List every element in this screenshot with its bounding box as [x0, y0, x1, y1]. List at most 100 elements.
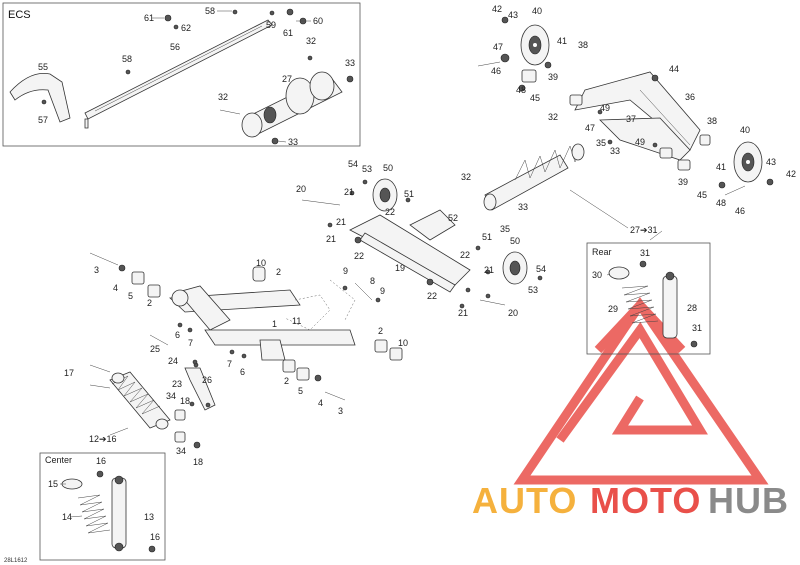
- rear-damper-part: [662, 271, 698, 348]
- callout-37: 37: [626, 114, 636, 124]
- callout-32: 32: [218, 92, 228, 102]
- callout-57: 57: [38, 115, 48, 125]
- callout-32: 32: [548, 112, 558, 122]
- center-rail-part: [349, 209, 471, 293]
- ecs-section-frame: [2, 2, 361, 147]
- callout-8: 8: [370, 276, 375, 286]
- ecs-fastener: [232, 9, 238, 15]
- callout-33: 33: [345, 58, 355, 68]
- callout-24: 24: [168, 356, 178, 366]
- callout-58: 58: [122, 54, 132, 64]
- callout-22: 22: [354, 251, 364, 261]
- bushing: [174, 409, 186, 421]
- callout-22: 22: [460, 250, 470, 260]
- nut: [475, 245, 481, 251]
- bushing: [282, 359, 296, 373]
- callout-33: 33: [518, 202, 528, 212]
- callout-48: 48: [716, 198, 726, 208]
- callout-58: 58: [205, 6, 215, 16]
- callout-18: 18: [193, 457, 203, 467]
- callout-27: 27: [282, 74, 292, 84]
- idler-wheel-part: [502, 251, 528, 285]
- callout-6: 6: [175, 330, 180, 340]
- ecs-fastener: [41, 99, 47, 105]
- callout-30: 30: [592, 270, 602, 280]
- nut: [544, 61, 552, 69]
- callout-51: 51: [482, 232, 492, 242]
- bushing: [296, 367, 310, 381]
- callout-54: 54: [536, 264, 546, 274]
- nut: [96, 470, 104, 478]
- nut: [607, 139, 613, 145]
- callout-20: 20: [508, 308, 518, 318]
- ecs-fastener: [346, 75, 354, 83]
- callout-18: 18: [180, 396, 190, 406]
- callout-21: 21: [458, 308, 468, 318]
- callout-34: 34: [176, 446, 186, 456]
- nut: [362, 179, 368, 185]
- nut: [459, 303, 465, 309]
- callout-22: 22: [385, 207, 395, 217]
- callout-29: 29: [608, 304, 618, 314]
- callout-49: 49: [600, 103, 610, 113]
- callout-39: 39: [548, 72, 558, 82]
- callout-43: 43: [508, 10, 518, 20]
- callout-7: 7: [227, 359, 232, 369]
- callout-35: 35: [500, 224, 510, 234]
- callout-61: 61: [144, 13, 154, 23]
- nut: [148, 545, 156, 553]
- callout-20: 20: [296, 184, 306, 194]
- callout-25: 25: [150, 344, 160, 354]
- callout-10: 10: [256, 258, 266, 268]
- callout-60: 60: [313, 16, 323, 26]
- callout-36: 36: [685, 92, 695, 102]
- callout-33: 33: [288, 137, 298, 147]
- nut: [189, 401, 195, 407]
- callout-32: 32: [306, 36, 316, 46]
- callout-10: 10: [398, 338, 408, 348]
- callout-35: 35: [596, 138, 606, 148]
- nut: [766, 178, 774, 186]
- center-section-title: Center: [45, 455, 72, 465]
- callout-45: 45: [697, 190, 707, 200]
- callout-46: 46: [735, 206, 745, 216]
- callout-51: 51: [404, 189, 414, 199]
- ecs-rail-part: [84, 19, 273, 129]
- nut: [426, 278, 434, 286]
- idler-wheel-part: [733, 141, 763, 183]
- watermark-text-hub: HUB: [708, 480, 789, 521]
- nut: [639, 260, 647, 268]
- nut: [501, 16, 509, 24]
- ecs-fastener: [125, 69, 131, 75]
- callout-27-31: 27➔31: [630, 225, 658, 235]
- callout-46: 46: [491, 66, 501, 76]
- callout-50: 50: [383, 163, 393, 173]
- callout-2: 2: [276, 267, 281, 277]
- nut: [327, 222, 333, 228]
- idler-wheel-part: [372, 178, 398, 212]
- callout-38: 38: [707, 116, 717, 126]
- ecs-fastener: [271, 137, 279, 145]
- ecs-bracket-part: [9, 73, 71, 123]
- callout-4: 4: [113, 283, 118, 293]
- callout-5: 5: [298, 386, 303, 396]
- callout-11: 11: [292, 316, 301, 326]
- ecs-shock-part: [241, 71, 343, 138]
- callout-13: 13: [144, 512, 154, 522]
- callout-4: 4: [318, 398, 323, 408]
- callout-43: 43: [766, 157, 776, 167]
- callout-31: 31: [692, 323, 702, 333]
- callout-28: 28: [687, 303, 697, 313]
- rear-section-frame: [586, 242, 711, 355]
- callout-21: 21: [484, 265, 494, 275]
- callout-16: 16: [150, 532, 160, 542]
- callout-41: 41: [716, 162, 726, 172]
- ecs-fastener: [164, 14, 172, 22]
- callout-53: 53: [362, 164, 372, 174]
- callout-34: 34: [166, 391, 176, 401]
- nut: [518, 84, 526, 92]
- callout-14: 14: [62, 512, 72, 522]
- figure-code: 28L1612: [4, 558, 28, 564]
- bushing: [521, 69, 537, 83]
- ecs-section-title: ECS: [8, 9, 31, 21]
